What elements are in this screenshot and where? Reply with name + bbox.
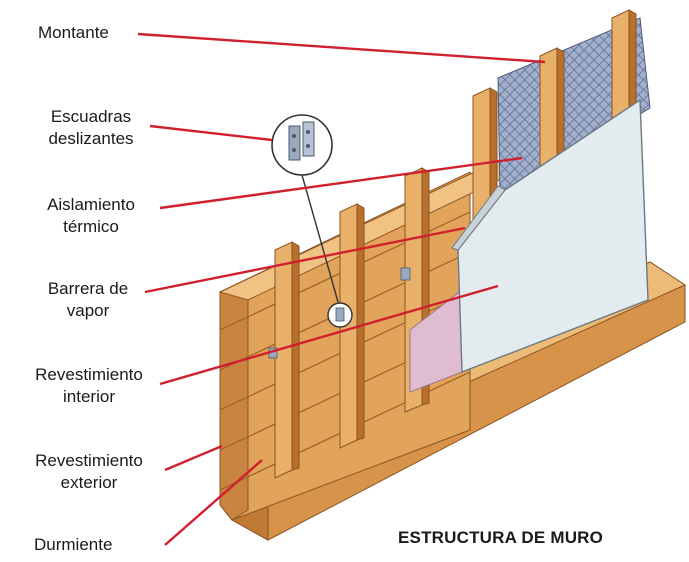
leader-aislamiento xyxy=(159,156,523,210)
label-barrera-line2: vapor xyxy=(66,301,110,320)
label-rev-interior-line2: interior xyxy=(63,387,115,406)
label-rev-exterior-line2: exterior xyxy=(60,473,118,492)
label-rev-interior-line1: Revestimiento xyxy=(35,365,143,384)
diagram-caption: ESTRUCTURA DE MURO xyxy=(398,528,604,547)
label-revestimiento-interior: Revestimiento interior xyxy=(14,364,164,408)
label-durmiente: Durmiente xyxy=(34,535,113,554)
label-aislamiento-line2: térmico xyxy=(63,217,119,236)
sliding-bracket-magnifier xyxy=(271,114,339,303)
label-montante: Montante xyxy=(38,23,109,42)
leader-escuadras xyxy=(149,124,273,142)
leader-rev-exterior xyxy=(164,444,223,472)
leader-montante xyxy=(137,32,546,64)
label-aislamiento-termico: Aislamiento térmico xyxy=(26,194,156,238)
label-escuadras-line1: Escuadras xyxy=(50,107,132,126)
interior-drywall xyxy=(451,98,649,374)
label-rev-exterior-line1: Revestimiento xyxy=(35,451,143,470)
leader-rev-interior xyxy=(159,284,499,386)
leader-lines xyxy=(137,32,546,546)
label-barrera-de-vapor: Barrera de vapor xyxy=(28,278,148,322)
label-barrera-line1: Barrera de xyxy=(47,279,129,298)
label-aislamiento-line1: Aislamiento xyxy=(47,195,135,214)
label-revestimiento-exterior: Revestimiento exterior xyxy=(14,450,164,494)
label-escuadras-line2: deslizantes xyxy=(48,129,134,148)
sliding-bracket-detail xyxy=(268,267,411,359)
leader-durmiente xyxy=(164,459,263,546)
label-escuadras-deslizantes: Escuadras deslizantes xyxy=(33,106,149,150)
leader-barrera xyxy=(144,226,466,294)
